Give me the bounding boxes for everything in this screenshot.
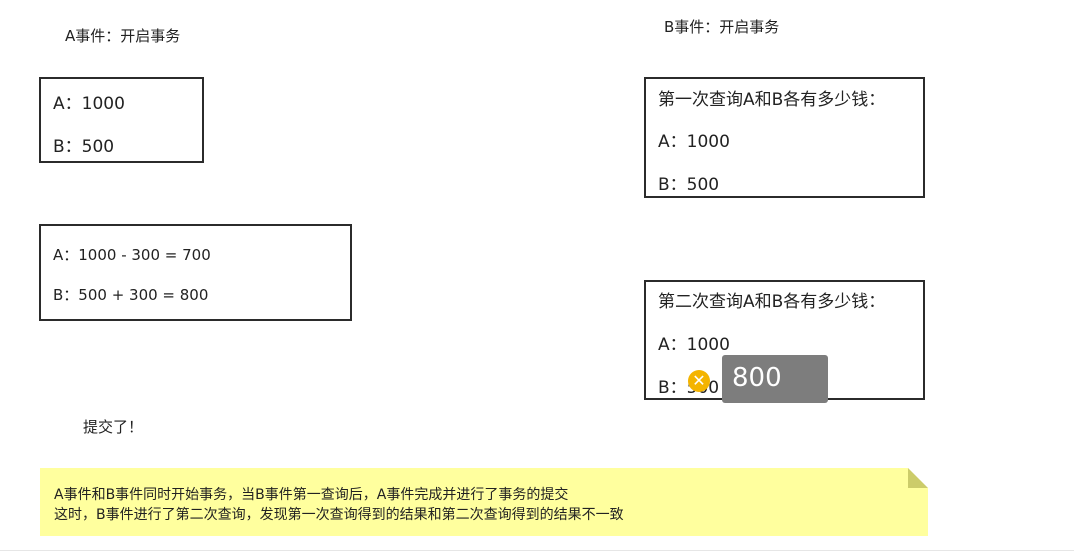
tx-a-initial-b: B：500 [53, 137, 115, 157]
tx-a-initial-a: A：1000 [53, 94, 125, 114]
tx-b-query2-heading: 第二次查询A和B各有多少钱： [658, 292, 886, 312]
tx-a-title: A事件：开启事务 [65, 27, 181, 45]
tx-b-title: B事件：开启事务 [664, 18, 780, 36]
tx-b-query1-heading: 第一次查询A和B各有多少钱： [658, 90, 886, 110]
tx-a-transfer-box: A：1000 - 300 = 700 B：500 + 300 = 800 [39, 224, 352, 321]
tooltip-value: 800 [732, 363, 782, 393]
tx-a-initial-box: A：1000 B：500 [39, 77, 204, 163]
tx-b-query1-box: 第一次查询A和B各有多少钱： A：1000 B：500 [644, 77, 925, 198]
explanation-note: A事件和B事件同时开始事务，当B事件第一查询后，A事件完成并进行了事务的提交 这… [40, 468, 928, 536]
tx-b-query1-b: B：500 [658, 175, 720, 195]
value-tooltip: 800 [722, 355, 828, 403]
tx-a-commit-label: 提交了！ [83, 418, 144, 436]
tx-b-query2-a: A：1000 [658, 335, 730, 355]
bottom-divider [0, 550, 1074, 551]
note-line-2: 这时，B事件进行了第二次查询，发现第一次查询得到的结果和第二次查询得到的结果不一… [54, 507, 624, 523]
tx-a-transfer-a: A：1000 - 300 = 700 [53, 246, 211, 264]
tx-a-transfer-b: B：500 + 300 = 800 [53, 286, 209, 304]
close-circle-icon[interactable]: ✕ [688, 370, 710, 392]
note-fold-corner [908, 468, 928, 488]
tx-b-query1-a: A：1000 [658, 132, 730, 152]
note-line-1: A事件和B事件同时开始事务，当B事件第一查询后，A事件完成并进行了事务的提交 [54, 487, 569, 503]
